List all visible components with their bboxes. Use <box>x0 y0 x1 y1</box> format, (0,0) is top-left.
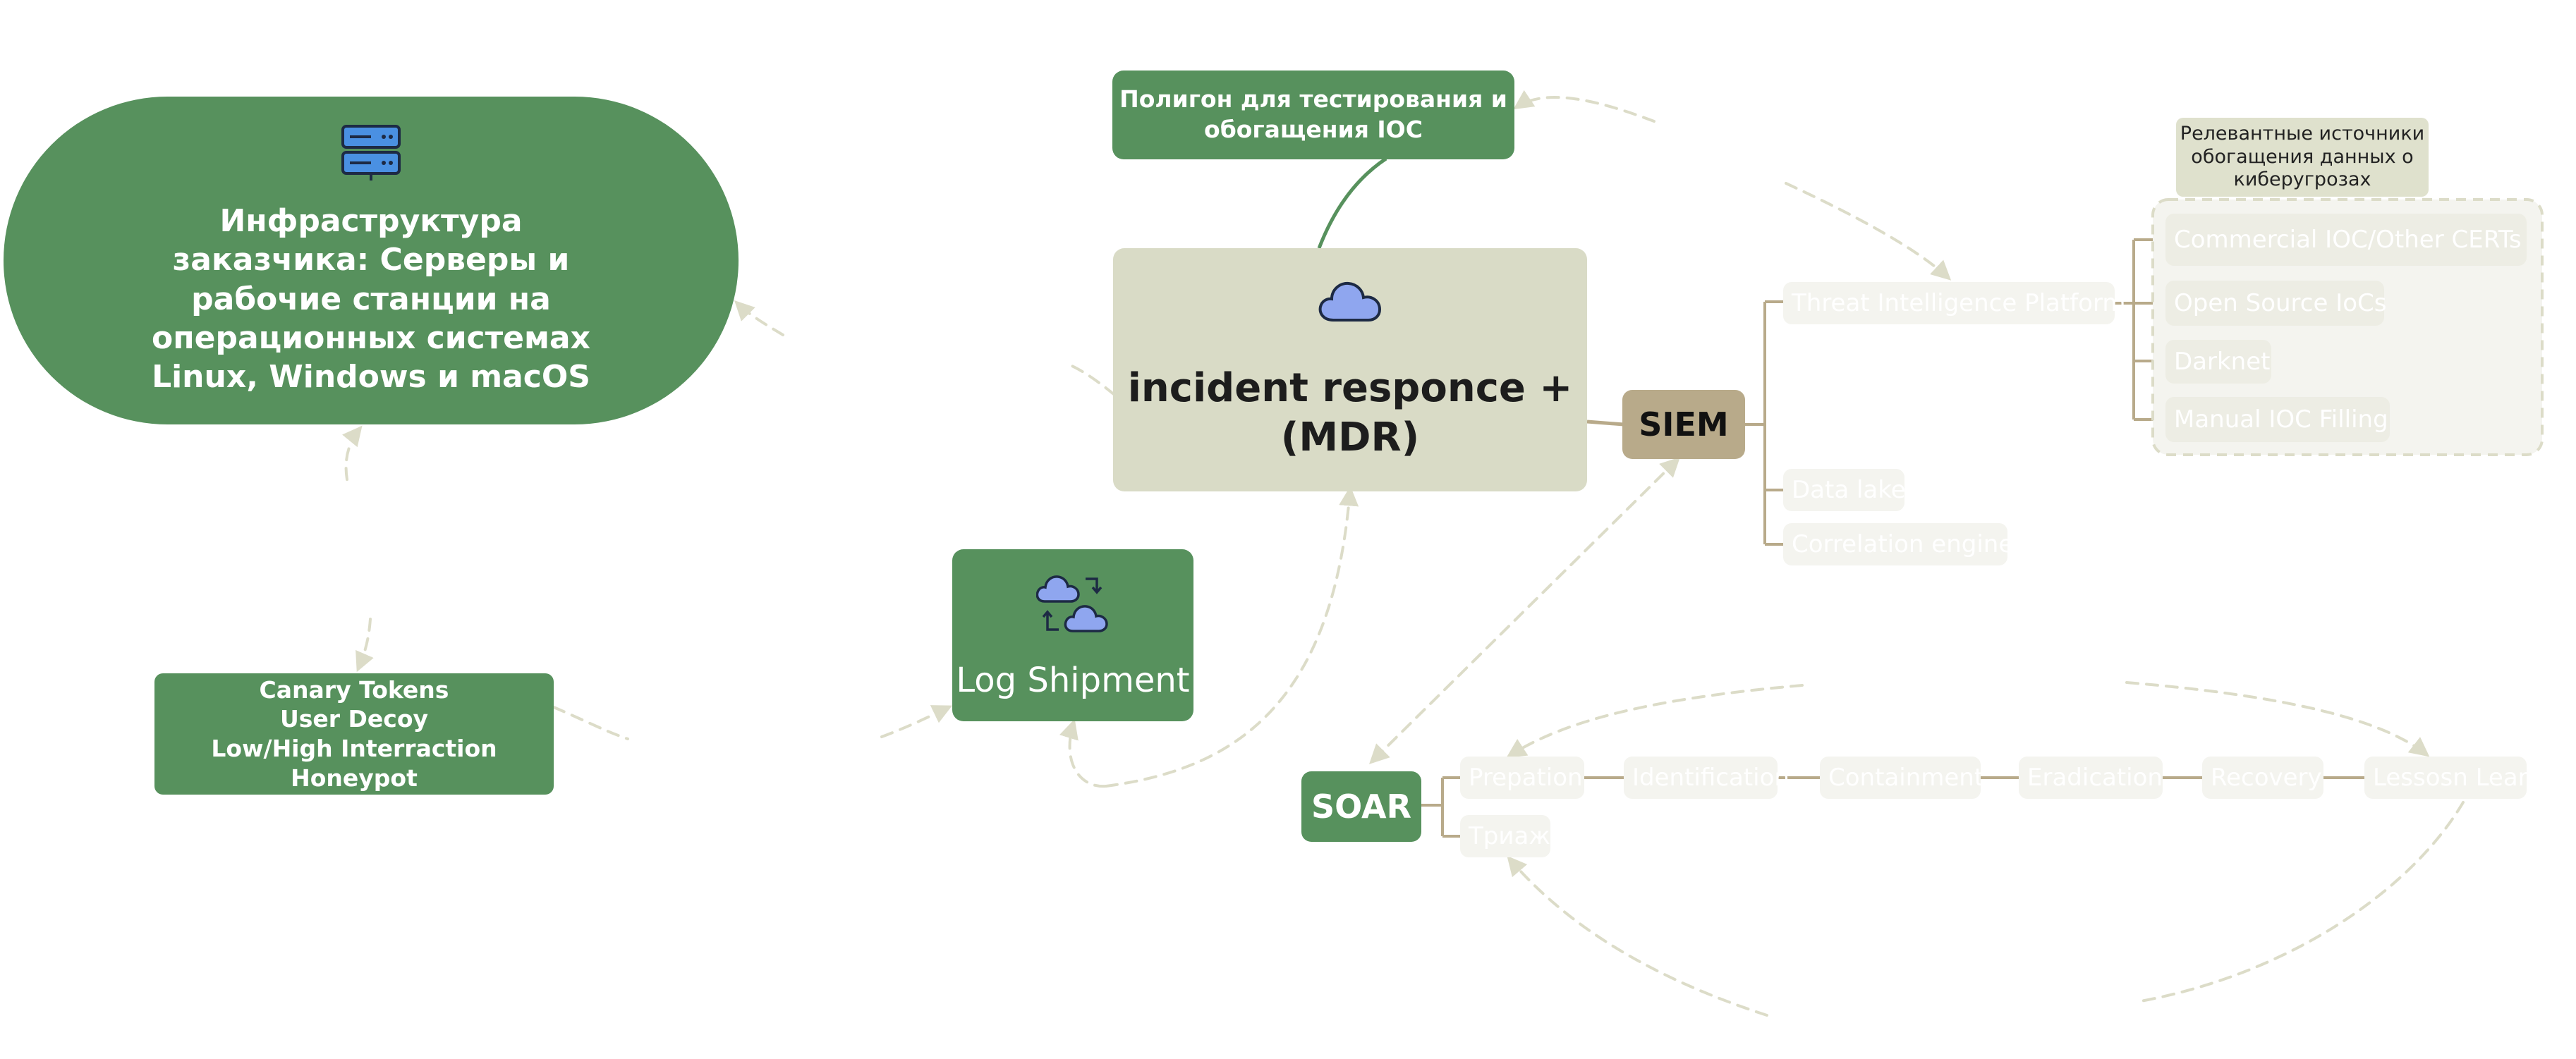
link-central-to-siem <box>1586 420 1624 427</box>
canary-node[interactable]: Canary Tokens User Decoy Low/High Interr… <box>154 673 554 795</box>
ioc-lab-label-line-2: обогащения IOC <box>1204 116 1423 143</box>
canary-label-line-2: User Decoy <box>279 705 429 733</box>
connector-log-loop <box>1059 718 1107 788</box>
threat-sources-note: Релевантные источники обогащения данных … <box>2176 118 2429 197</box>
infrastructure-label-line-1: Инфраструктура <box>219 202 523 239</box>
tip-source-open-source-label: Open Source IoCs <box>2174 289 2387 317</box>
soar-step-preparation[interactable]: Prepation <box>1460 757 1584 799</box>
tip-node[interactable]: Threat Intelligence Platform <box>1783 282 2125 324</box>
tip-label: Threat Intelligence Platform <box>1792 289 2126 317</box>
connector-soar-loop-top-right <box>2125 681 2430 757</box>
infrastructure-node[interactable]: Инфраструктура заказчика: Серверы и рабо… <box>4 97 739 424</box>
siem-node[interactable]: SIEM <box>1622 390 1745 459</box>
central-node[interactable]: incident responce + (MDR) <box>1113 248 1587 491</box>
data-lake-node[interactable]: Data lake <box>1783 469 1906 511</box>
soar-label: SOAR <box>1311 788 1412 826</box>
soar-step-triage-label: Триаж <box>1469 822 1550 850</box>
infrastructure-label-line-5: Linux, Windows и macOS <box>152 359 590 396</box>
tip-source-darknet-label: Darknet <box>2174 348 2271 376</box>
connector-to-log-shipment <box>880 705 953 738</box>
tree-tip-to-sources <box>2115 238 2165 421</box>
cloud-icon <box>1316 278 1384 336</box>
soar-step-containment-label: Containment <box>1828 764 1984 792</box>
soar-step-lessons-learned[interactable]: Lessosn Learned <box>2364 757 2527 799</box>
server-icon <box>340 124 402 191</box>
ioc-lab-label-line-1: Полигон для тестирования и <box>1119 85 1507 114</box>
connector-soar-loop-bottom-right <box>2139 801 2465 1003</box>
canary-label-line-1: Canary Tokens <box>259 675 449 704</box>
connector-to-tip <box>1785 182 1952 281</box>
connector-lab-incoming <box>1513 90 1655 123</box>
connector-soar-loop-bottom-left <box>1507 855 1768 1017</box>
connector-canary-out <box>552 706 629 740</box>
siem-label: SIEM <box>1639 405 1729 443</box>
tree-siem-trunk <box>1745 300 1783 546</box>
central-label-line-1: incident responce + <box>1127 365 1573 412</box>
tip-source-manual[interactable]: Manual IOC Filling <box>2165 397 2390 442</box>
tip-source-commercial-label: Commercial IOC/Other CERTs <box>2174 226 2522 254</box>
soar-step-containment[interactable]: Containment <box>1820 757 1984 799</box>
connector-to-infra-top <box>734 300 784 336</box>
soar-step-identification-label: Identification <box>1632 764 1790 792</box>
soar-step-triage[interactable]: Триаж <box>1460 815 1550 857</box>
link-central-to-lab <box>1317 157 1387 249</box>
canary-label-line-3: Low/High Interraction Honeypot <box>211 735 497 792</box>
connector-siem-soar <box>1369 457 1680 764</box>
soar-node[interactable]: SOAR <box>1301 771 1421 842</box>
data-lake-label: Data lake <box>1792 476 1906 504</box>
soar-step-lessons-learned-label: Lessosn Learned <box>2373 764 2527 792</box>
tip-source-darknet[interactable]: Darknet <box>2165 340 2271 384</box>
soar-step-preparation-label: Prepation <box>1469 764 1583 792</box>
infrastructure-label-line-3: рабочие станции на <box>191 281 551 317</box>
connector-soar-loop-top-left <box>1506 684 1804 759</box>
soar-step-recovery-label: Recovery <box>2211 764 2322 792</box>
correlation-engine-node[interactable]: Correlation engine <box>1783 523 2013 565</box>
cloud-sync-icon <box>1035 570 1110 642</box>
soar-step-identification[interactable]: Identification <box>1624 757 1790 799</box>
threat-sources-note-line-1: Релевантные источники <box>2180 122 2425 145</box>
ioc-lab-node[interactable]: Полигон для тестирования и обогащения IO… <box>1112 71 1514 159</box>
threat-sources-note-line-2: обогащения данных о <box>2191 145 2414 168</box>
soar-step-recovery[interactable]: Recovery <box>2202 757 2323 799</box>
tip-source-open-source[interactable]: Open Source IoCs <box>2165 281 2387 326</box>
tip-source-manual-label: Manual IOC Filling <box>2174 405 2388 434</box>
infrastructure-label-line-4: операционных системах <box>152 319 590 356</box>
central-label-line-2: (MDR) <box>1280 414 1420 460</box>
tree-soar-steps <box>1421 776 2364 838</box>
infrastructure-label-line-2: заказчика: Серверы и <box>172 242 570 278</box>
connector-infra-to-canary-bottom <box>356 618 374 673</box>
connector-log-to-central <box>1105 486 1359 788</box>
connector-infra-to-central <box>1064 362 1116 396</box>
correlation-engine-label: Correlation engine <box>1792 530 2014 558</box>
soar-step-eradication[interactable]: Eradication <box>2019 757 2163 799</box>
log-shipment-node[interactable]: Log Shipment <box>952 549 1193 721</box>
tip-source-commercial[interactable]: Commercial IOC/Other CERTs <box>2165 214 2527 266</box>
connector-infra-to-canary-top <box>341 425 363 481</box>
log-shipment-label: Log Shipment <box>956 661 1190 700</box>
soar-step-eradication-label: Eradication <box>2027 764 2163 792</box>
threat-sources-note-line-3: киберугрозах <box>2233 169 2371 191</box>
